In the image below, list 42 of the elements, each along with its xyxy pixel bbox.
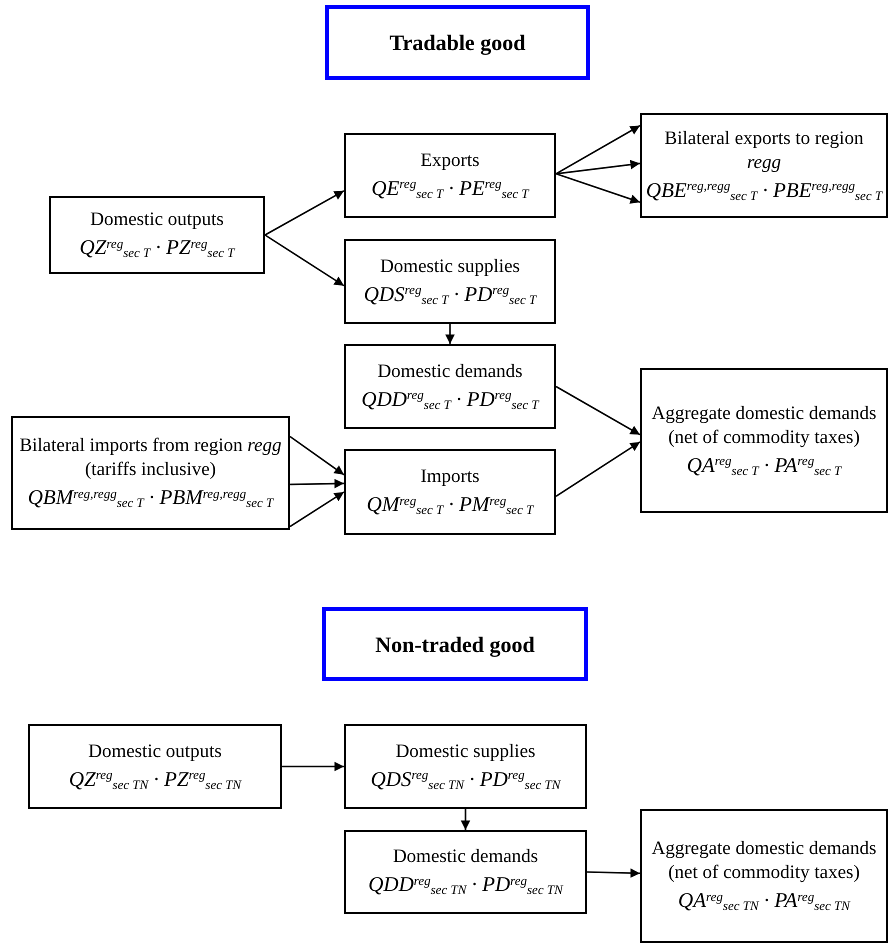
arrow <box>460 809 470 830</box>
arrow <box>556 173 640 204</box>
process-box <box>640 809 888 943</box>
arrow <box>586 868 640 878</box>
heading-box <box>325 5 590 80</box>
heading-text: Non-traded good <box>375 630 535 659</box>
arrow <box>556 124 640 174</box>
process-box <box>640 368 888 513</box>
arrow <box>264 190 344 236</box>
process-box <box>344 449 556 535</box>
process-box <box>640 113 888 218</box>
arrow <box>264 234 344 286</box>
process-box <box>344 133 556 218</box>
arrow <box>282 762 344 772</box>
process-box <box>28 724 282 809</box>
arrow <box>556 386 640 436</box>
box-title: Bilateral imports from region regg (tariffs inclusive) <box>18 434 283 482</box>
box-title: Domestic supplies <box>380 254 520 278</box>
box-title: Exports <box>420 148 480 172</box>
box-title: Domestic demands <box>392 845 538 869</box>
box-title: Domestic supplies <box>396 740 536 764</box>
box-title: Domestic demands <box>377 360 523 384</box>
box-title: Imports <box>420 465 480 489</box>
arrow <box>290 478 344 488</box>
process-box <box>344 830 587 914</box>
process-box <box>49 196 265 274</box>
heading-text: Tradable good <box>390 29 526 57</box>
arrow <box>290 491 344 528</box>
arrow <box>445 324 455 344</box>
box-title: Domestic outputs <box>90 208 224 232</box>
box-title: Domestic outputs <box>88 740 222 764</box>
arrow <box>290 436 344 476</box>
heading-box <box>322 607 588 681</box>
arrow <box>556 160 640 175</box>
process-box <box>344 239 556 324</box>
arrow <box>556 441 640 497</box>
box-title: Bilateral exports to region regg <box>664 126 864 174</box>
box-title: Aggregate domestic demands (net of commodity taxes) <box>650 837 878 885</box>
process-box <box>11 416 290 530</box>
process-box <box>344 344 556 429</box>
process-box <box>344 724 587 809</box>
box-title: Aggregate domestic demands (net of commodity taxes) <box>650 402 878 450</box>
